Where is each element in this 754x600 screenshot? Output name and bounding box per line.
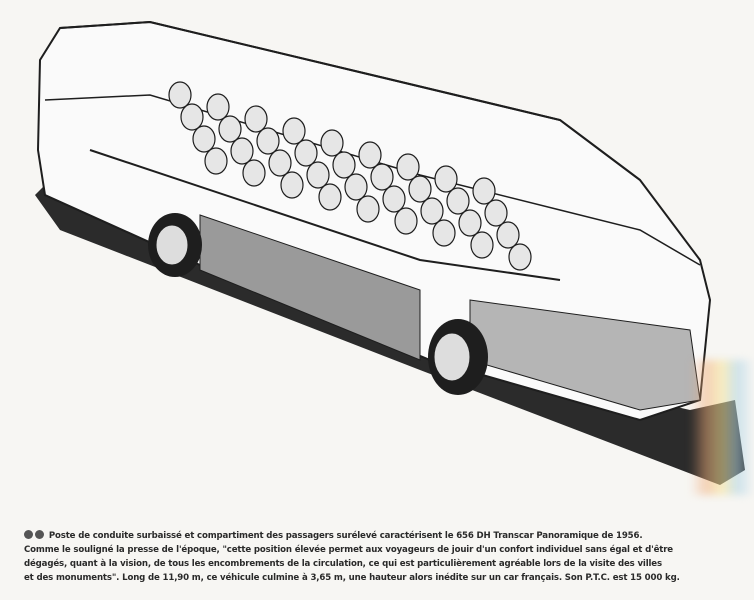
seat xyxy=(192,125,216,153)
seat xyxy=(318,183,342,211)
seat xyxy=(472,177,496,205)
seat xyxy=(370,163,394,191)
seat xyxy=(382,185,406,213)
seat xyxy=(218,115,242,143)
caption-text: Poste de conduite surbaissé et compartim… xyxy=(48,531,643,541)
seat xyxy=(356,195,380,223)
seat xyxy=(206,93,230,121)
seat xyxy=(282,117,306,145)
seat xyxy=(434,165,458,193)
seat xyxy=(306,161,330,189)
seat xyxy=(484,199,508,227)
seat xyxy=(508,243,532,271)
seat xyxy=(230,137,254,165)
seat xyxy=(458,209,482,237)
seat xyxy=(470,231,494,259)
seat xyxy=(268,149,292,177)
seat xyxy=(420,197,444,225)
rear-wheel xyxy=(148,213,202,277)
seat xyxy=(432,219,456,247)
figure-ref-badge xyxy=(24,530,33,539)
caption: Poste de conduite surbaissé et compartim… xyxy=(24,529,744,585)
seat xyxy=(332,151,356,179)
caption-line-3: dégagés, quant à la vision, de tous les … xyxy=(24,559,662,569)
seat xyxy=(204,147,228,175)
passenger-seats xyxy=(168,81,532,271)
seat xyxy=(180,103,204,131)
seat xyxy=(496,221,520,249)
roof-line xyxy=(59,20,641,181)
floor-line xyxy=(89,149,561,281)
front-wheel xyxy=(428,319,488,395)
caption-line-2: Comme le souligné la presse de l'époque,… xyxy=(24,545,673,555)
caption-line-4: et des monuments". Long de 11,90 m, ce v… xyxy=(24,573,680,583)
seat xyxy=(280,171,304,199)
scan-light-streak xyxy=(690,360,754,495)
seat xyxy=(256,127,280,155)
seat xyxy=(242,159,266,187)
seat xyxy=(294,139,318,167)
seat xyxy=(394,207,418,235)
seat xyxy=(358,141,382,169)
bus-cutaway-illustration xyxy=(35,20,745,485)
seat xyxy=(168,81,192,109)
figure-ref-badge xyxy=(35,530,44,539)
seat xyxy=(408,175,432,203)
seat xyxy=(344,173,368,201)
seat xyxy=(396,153,420,181)
caption-line-1: Poste de conduite surbaissé et compartim… xyxy=(24,529,744,543)
seat xyxy=(320,129,344,157)
seat xyxy=(244,105,268,133)
seat xyxy=(446,187,470,215)
